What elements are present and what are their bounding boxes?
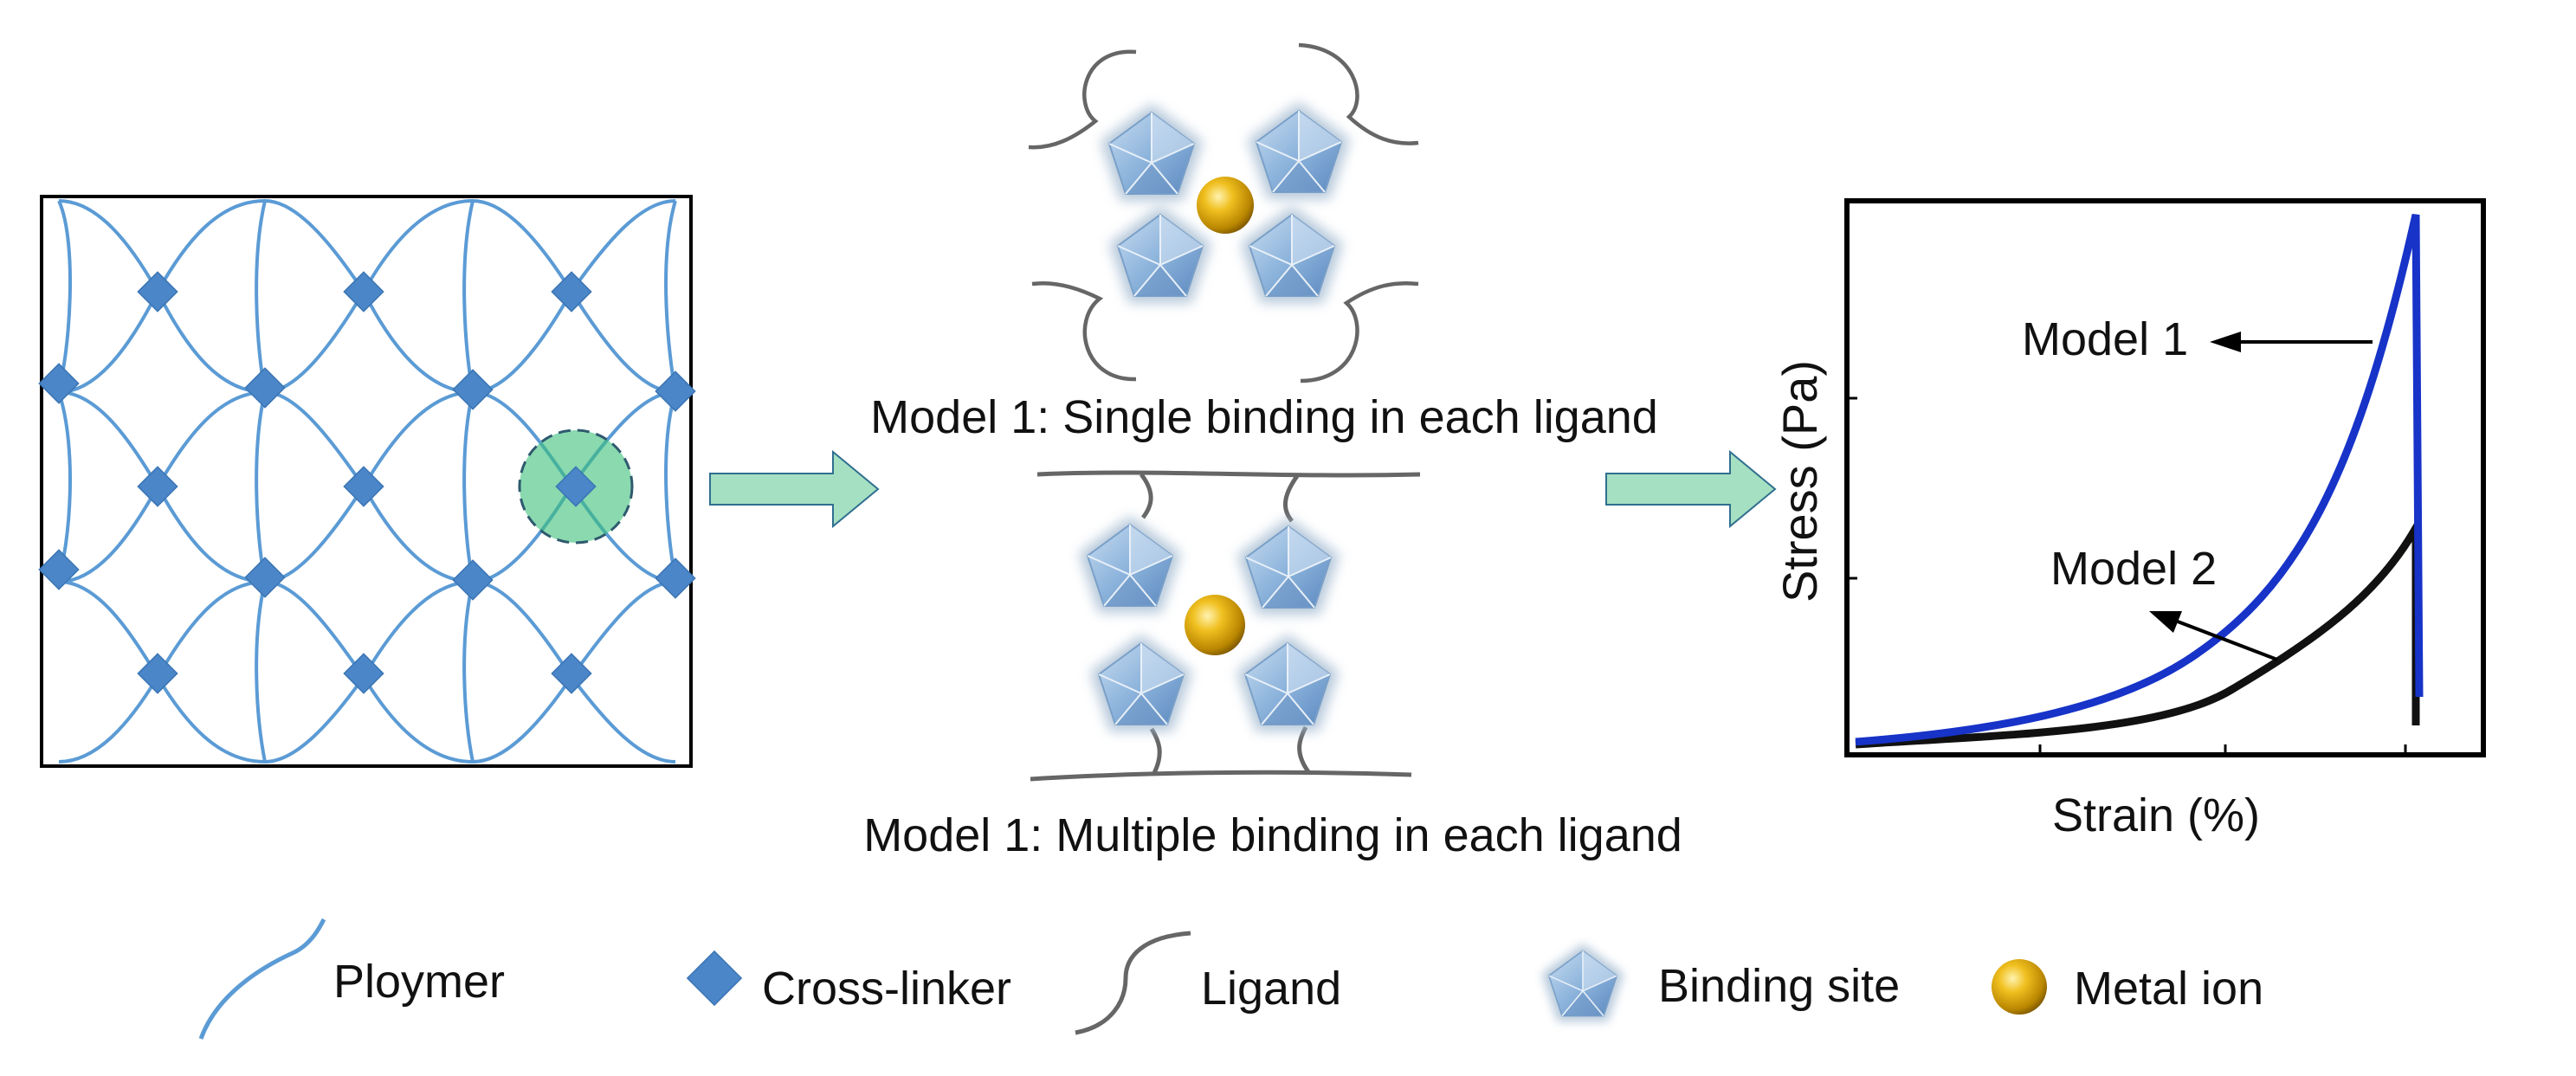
sphere-icon — [1197, 177, 1254, 234]
legend-label-binding-site: Binding site — [1658, 960, 1900, 1012]
legend-item-polymer: Ploymer — [198, 918, 505, 1040]
multiple-binding-model — [1030, 470, 1421, 782]
single-binding-model — [1028, 42, 1419, 383]
annotation-arrow-model-1 — [2210, 332, 2373, 352]
diamond-icon — [686, 950, 743, 1007]
legend-item-crosslinker: Cross-linker — [686, 950, 1011, 1015]
pentagon-icon — [1101, 104, 1203, 201]
sphere-icon — [1185, 595, 1245, 655]
annotation-model-1: Model 1 — [2022, 313, 2188, 365]
pentagon-icon — [1079, 516, 1181, 613]
annotation-model-2: Model 2 — [2050, 543, 2217, 595]
pentagon-icon — [1109, 206, 1211, 303]
legend-item-metal-ion: Metal ion — [1992, 959, 2263, 1015]
legend-item-binding-site: Binding site — [1542, 944, 1900, 1021]
pentagon-icon — [1090, 635, 1192, 731]
caption-multiple-binding: Model 1: Multiple binding in each ligand — [863, 809, 1682, 861]
curve-model-1 — [1855, 214, 2424, 746]
ligand-icon — [1075, 931, 1191, 1035]
stress-strain-chart: Model 1 Model 2 Stress (Pa) Strain (%) — [1772, 198, 2486, 841]
legend-item-ligand: Ligand — [1075, 931, 1341, 1035]
pentagon-icon — [1237, 518, 1340, 615]
plot-frame — [1844, 198, 2486, 757]
legend: Ploymer Cross-linker Ligand Binding site… — [198, 918, 2263, 1040]
legend-label-polymer: Ploymer — [333, 956, 505, 1008]
curve-model-2 — [1855, 513, 2420, 749]
pentagon-icon — [1236, 635, 1339, 731]
x-axis-label: Strain (%) — [2052, 789, 2260, 841]
polymer-icon — [198, 918, 326, 1040]
pentagon-icon — [1542, 944, 1624, 1021]
legend-label-ligand: Ligand — [1201, 963, 1341, 1015]
y-axis-label: Stress (Pa) — [1772, 360, 1827, 602]
flow-arrow-icon — [709, 449, 880, 529]
annotation-arrow-model-2 — [2149, 611, 2278, 661]
legend-label-crosslinker: Cross-linker — [762, 963, 1011, 1015]
pentagon-icon — [1248, 102, 1350, 199]
axis-ticks — [1847, 396, 2407, 755]
legend-label-metal-ion: Metal ion — [2074, 963, 2263, 1015]
ligand-lines — [1028, 42, 1419, 383]
pentagon-icon — [1241, 206, 1343, 303]
flow-arrow-icon — [1605, 449, 1777, 529]
caption-single-binding: Model 1: Single binding in each ligand — [870, 391, 1658, 443]
ligand-backbones — [1030, 470, 1421, 782]
sphere-icon — [1992, 959, 2047, 1015]
polymer-network-panel — [38, 195, 696, 768]
